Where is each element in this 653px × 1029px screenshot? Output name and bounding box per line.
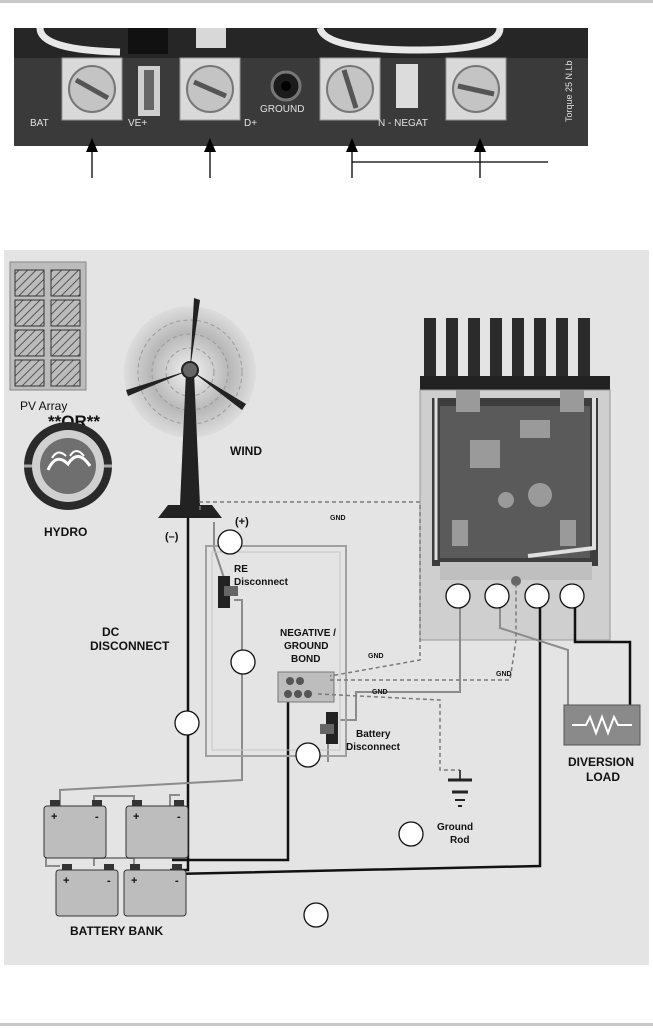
terminal-screw-3 [319,57,381,121]
svg-text:+: + [63,875,69,887]
svg-text:-: - [175,875,179,887]
terminal-screw-4 [445,57,507,121]
diversion-load-icon [563,704,641,746]
svg-text:DIVERSION: DIVERSION [568,755,634,769]
hydro-icon [24,422,112,510]
diversion-load-label: DIVERSION LOAD [568,755,634,784]
callout-circles [174,529,585,928]
dc-disconnect-box [205,545,347,757]
svg-text:Disconnect: Disconnect [346,742,401,753]
svg-text:RE: RE [234,564,248,575]
photo-label-torque: Torque 25 N.Lb [564,60,574,122]
svg-text:Rod: Rod [450,835,469,846]
battery-bank-icon [43,800,189,917]
svg-text:+: + [51,811,57,823]
battery-terminal-marks: + - + - + - + - [51,811,181,887]
terminal-photo: BAT VE+ D+ GROUND N - NEGAT Torque 25 N.… [14,26,588,146]
wind-label: WIND [230,444,262,458]
battery-bank-label: BATTERY BANK [70,924,163,938]
svg-text:Battery: Battery [356,729,391,740]
svg-text:NEGATIVE /: NEGATIVE / [280,628,336,639]
re-disconnect-label: RE Disconnect [234,564,289,588]
photo-label-ve: VE+ [128,118,147,129]
pv-array-label: PV Array [20,399,67,413]
ground-rod-label: Ground Rod [437,822,473,846]
svg-text:+: + [133,811,139,823]
svg-text:DC: DC [102,625,120,639]
photo-label-negative: N - NEGAT [378,118,428,129]
photo-label-bat: BAT [30,118,49,129]
svg-text:-: - [107,875,111,887]
dc-disconnect-label: DC DISCONNECT [90,625,170,653]
bond-label: NEGATIVE / GROUND BOND [280,628,336,665]
terminal-screw-2 [179,57,241,121]
svg-text:DISCONNECT: DISCONNECT [90,639,170,653]
battery-disconnect-label: Battery Disconnect [346,729,401,753]
svg-text:GND: GND [496,671,512,678]
svg-text:-: - [177,811,181,823]
svg-text:GND: GND [372,689,388,696]
terminal-arrows [86,138,548,178]
svg-text:Disconnect: Disconnect [234,577,289,588]
ground-bond-icon [277,671,335,703]
svg-text:Ground: Ground [437,822,473,833]
photo-label-d: D+ [244,118,257,129]
photo-label-ground: GROUND [260,104,304,115]
svg-text:GND: GND [330,515,346,522]
svg-text:-: - [95,811,99,823]
pv-array-icon [9,261,87,391]
svg-text:BOND: BOND [291,654,320,665]
charge-controller-icon [419,318,611,641]
ground-wires [199,501,517,771]
negative-label: (–) [165,531,179,543]
gnd-labels: GND GND GND GND [330,515,512,696]
hydro-label: HYDRO [44,525,87,539]
svg-text:LOAD: LOAD [586,770,620,784]
positive-label: (+) [235,516,249,528]
svg-text:GROUND: GROUND [284,641,328,652]
top-rule [0,0,653,3]
ground-rod-icon [448,770,472,807]
terminal-screw-1 [61,57,123,121]
svg-text:+: + [131,875,137,887]
bottom-rule [0,1023,653,1026]
wind-turbine-icon [124,298,256,518]
svg-text:GND: GND [368,653,384,660]
